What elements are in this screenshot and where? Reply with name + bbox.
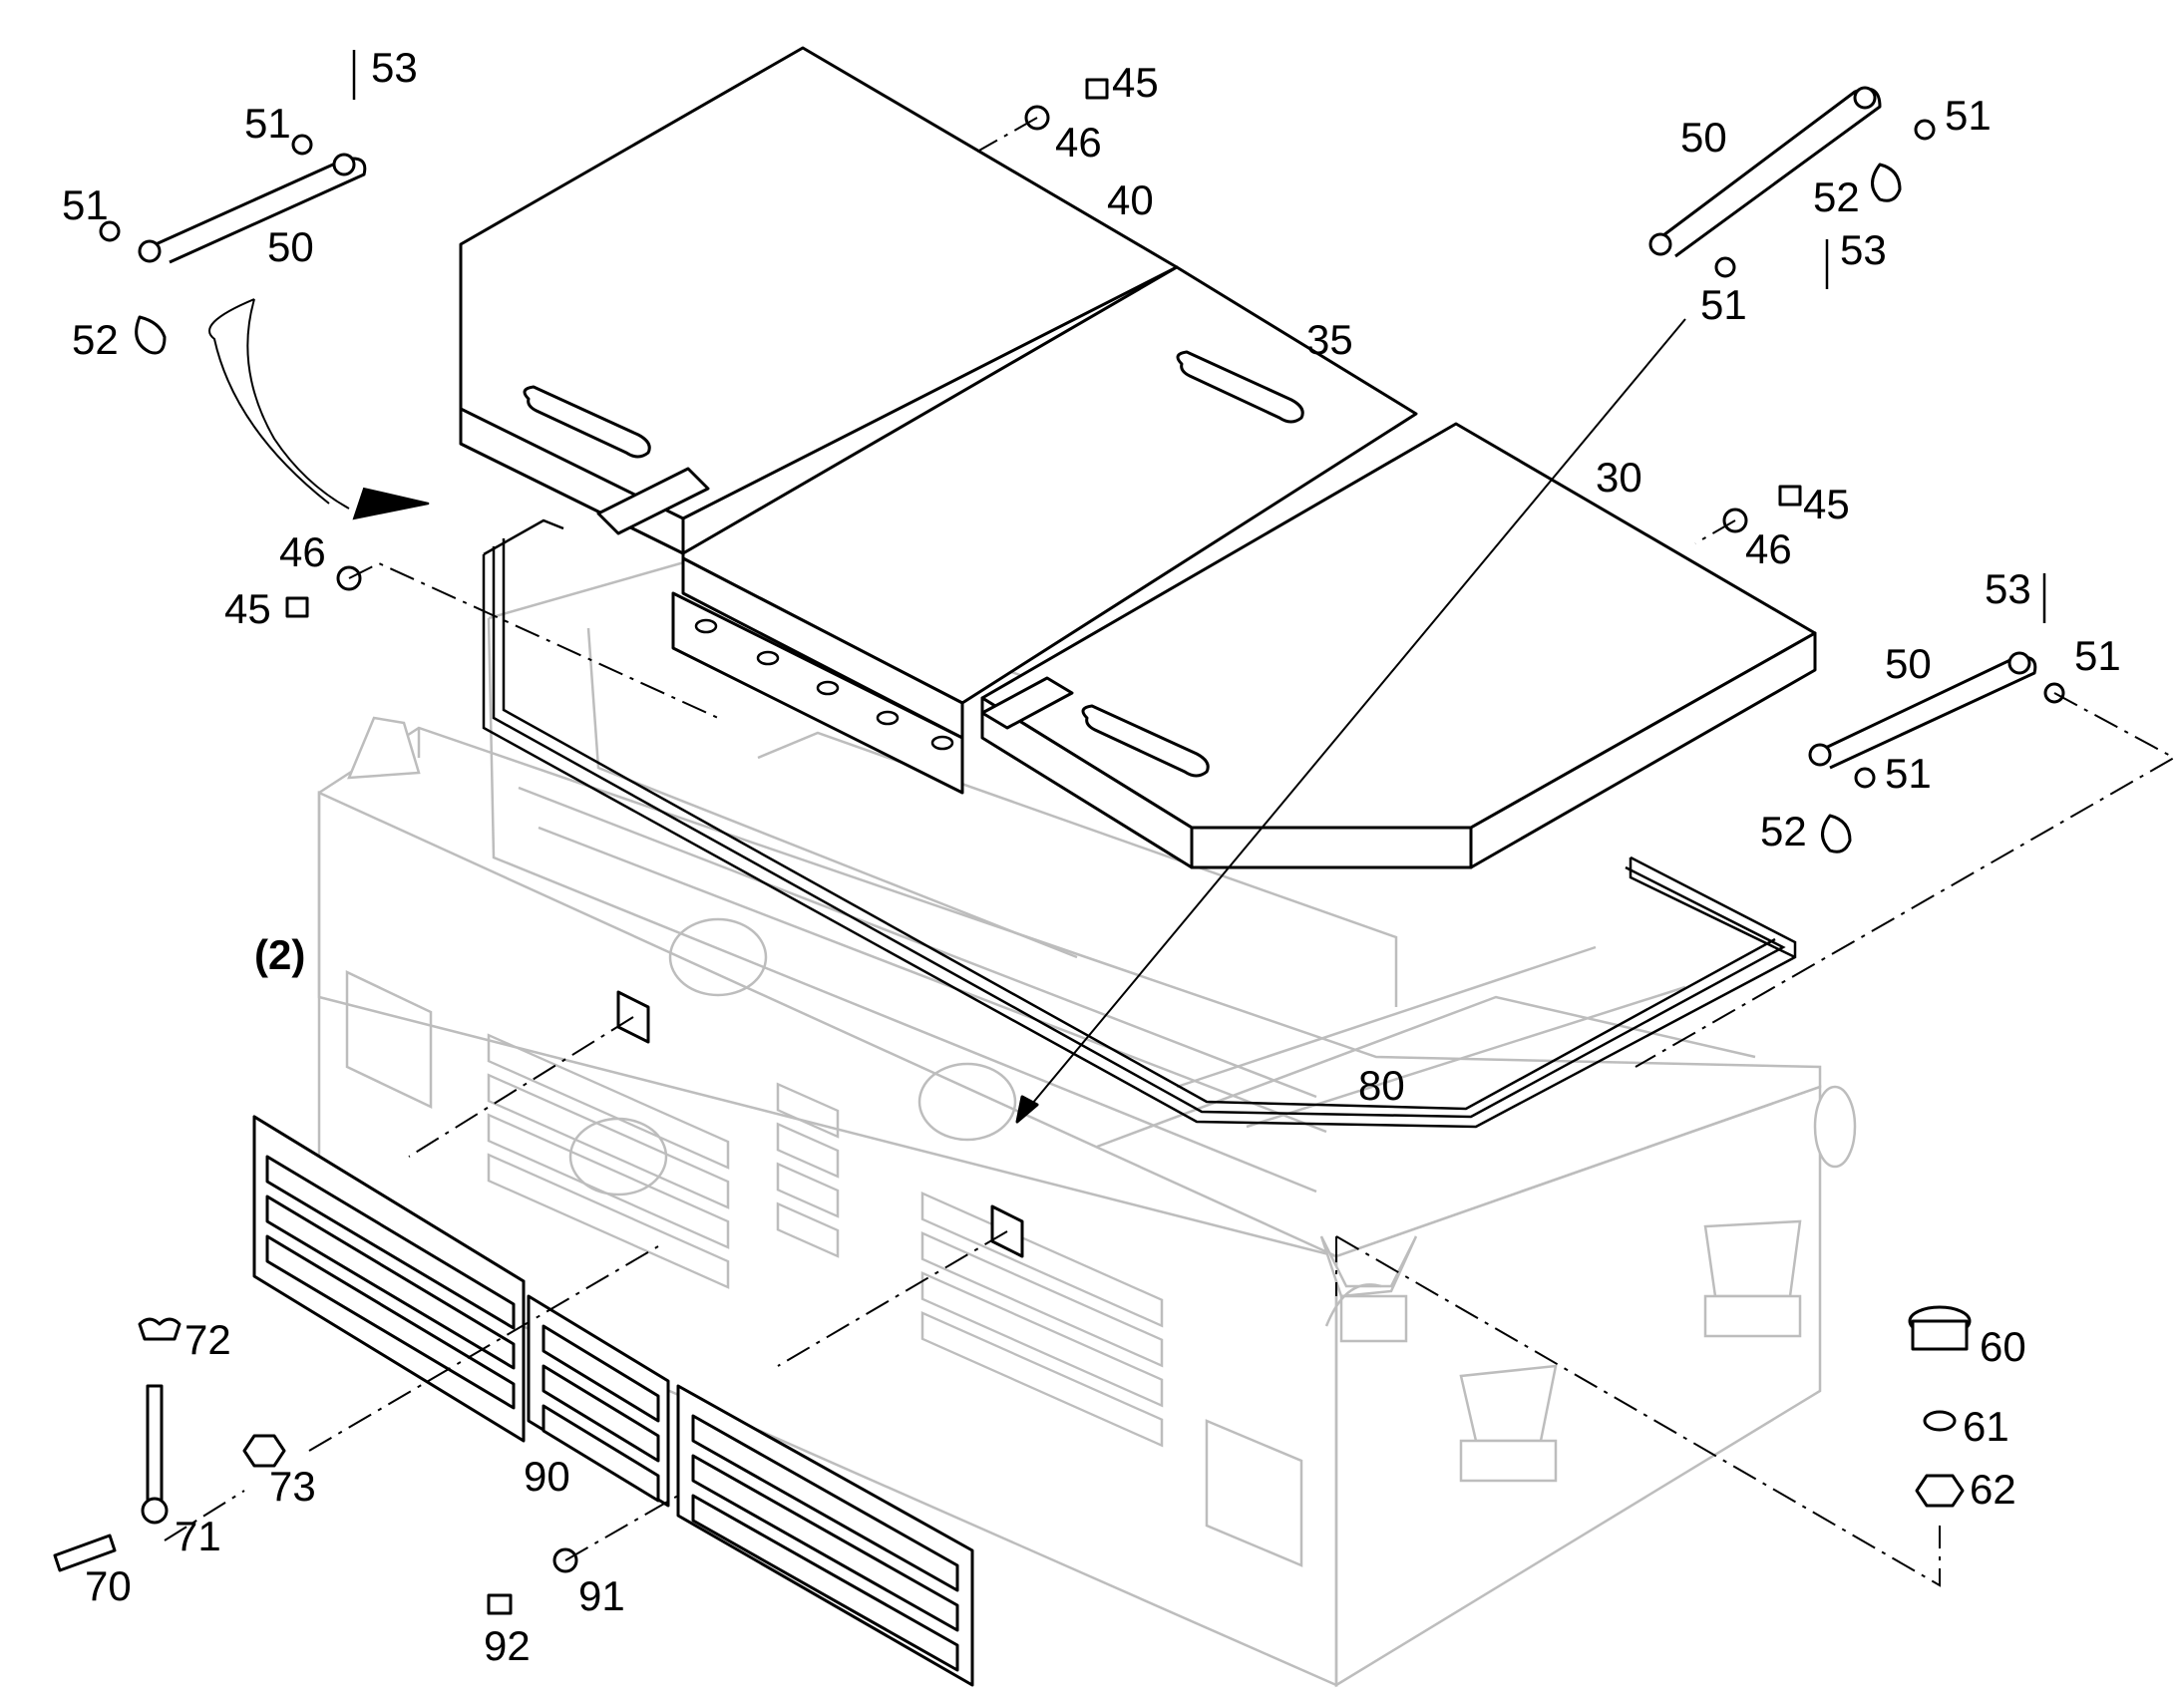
callout-45: 45 (1803, 481, 1850, 527)
callout-46: 46 (279, 528, 326, 575)
callout-46: 46 (1745, 525, 1792, 572)
callout-50: 50 (1885, 640, 1932, 687)
callout-53: 53 (1985, 565, 2031, 612)
louver-panels-90 (252, 1115, 974, 1687)
hardware-parts (53, 50, 2065, 1615)
lid-panel-35 (671, 265, 1418, 795)
callout-40: 40 (1107, 176, 1154, 223)
base-enclosure-ghost (317, 556, 1857, 1688)
callout-53: 53 (371, 44, 418, 91)
callout-72: 72 (184, 1316, 231, 1363)
callout-92: 92 (484, 1622, 531, 1669)
callout-70: 70 (85, 1562, 132, 1609)
callout-52: 52 (72, 316, 119, 363)
callout-80: 80 (1358, 1062, 1405, 1109)
callout-50: 50 (1680, 114, 1727, 161)
hinge-knuckles (694, 618, 954, 751)
callout-91: 91 (578, 1572, 625, 1619)
callout-73: 73 (269, 1463, 316, 1510)
callout-71: 71 (175, 1513, 221, 1559)
callout-51: 51 (244, 100, 291, 147)
lid-panel-30 (980, 422, 1817, 869)
direction-arrows (208, 298, 1686, 1124)
callout-30: 30 (1596, 454, 1642, 501)
callout-62: 62 (1970, 1466, 2016, 1513)
callout-61: 61 (1963, 1403, 2009, 1450)
callout-ref-2: (2) (254, 931, 305, 978)
assembly-leader-lines (164, 117, 2177, 1587)
callout-45: 45 (224, 585, 271, 632)
callout-52: 52 (1760, 808, 1807, 854)
callout-52: 52 (1813, 173, 1860, 220)
callout-35: 35 (1306, 316, 1353, 363)
callout-90: 90 (524, 1453, 570, 1500)
callout-50: 50 (267, 223, 314, 270)
callout-60: 60 (1980, 1323, 2026, 1370)
callout-labels: 53 51 51 50 52 45 46 40 35 30 50 51 52 5… (62, 44, 2121, 1669)
callout-51: 51 (1700, 281, 1747, 328)
gasket-80 (482, 518, 1797, 1129)
callout-45: 45 (1112, 59, 1159, 106)
callout-51: 51 (2074, 632, 2121, 679)
callout-51: 51 (1945, 92, 1992, 139)
callout-46: 46 (1055, 119, 1102, 166)
callout-51: 51 (1885, 750, 1932, 797)
callout-53: 53 (1840, 226, 1887, 273)
assembly-arrow-icon (352, 487, 430, 520)
callout-51: 51 (62, 181, 109, 228)
